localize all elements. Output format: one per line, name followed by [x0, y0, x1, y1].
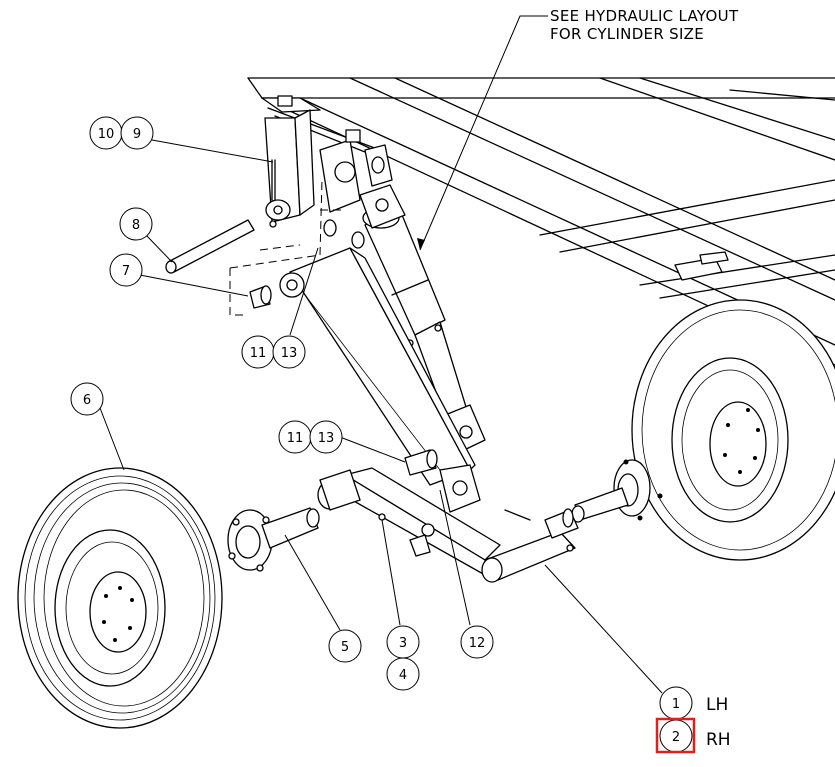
svg-text:2: 2: [672, 730, 680, 745]
upper-arm-drawing: [279, 219, 476, 486]
callout-13-lower: 13: [309, 420, 343, 454]
callout-9: 9: [120, 116, 154, 150]
callout-2: 2: [659, 719, 693, 753]
callout-12: 12: [460, 625, 494, 659]
frame-drawing: [247, 77, 835, 366]
right-wheel-drawing: [571, 299, 835, 561]
callout-7: 7: [109, 253, 143, 287]
callout-8: 8: [119, 207, 153, 241]
svg-text:11: 11: [250, 346, 267, 361]
svg-text:7: 7: [122, 264, 130, 279]
callout-1: 1: [659, 686, 693, 720]
highlight-box: [655, 717, 696, 754]
callout-5: 5: [328, 629, 362, 663]
callout-11-upper: 11: [241, 335, 275, 369]
label-lh: LH: [706, 695, 728, 715]
svg-text:6: 6: [83, 393, 91, 408]
svg-text:13: 13: [281, 346, 298, 361]
svg-text:11: 11: [287, 431, 304, 446]
svg-text:5: 5: [341, 640, 349, 655]
svg-text:1: 1: [672, 697, 680, 712]
note-line2: FOR CYLINDER SIZE: [550, 25, 704, 43]
upper-bracket-drawing: [165, 109, 393, 316]
note-leader: [419, 15, 548, 251]
axle-arm-drawing: [317, 464, 579, 583]
callout-leaders: [99, 139, 663, 694]
callout-10: 10: [89, 116, 123, 150]
svg-text:3: 3: [399, 636, 407, 651]
svg-text:13: 13: [318, 431, 335, 446]
svg-text:4: 4: [399, 668, 407, 683]
note-arrowhead: [417, 238, 425, 250]
note-line1: SEE HYDRAULIC LAYOUT: [550, 7, 739, 25]
svg-text:12: 12: [469, 636, 486, 651]
callout-3: 3: [386, 625, 420, 659]
svg-text:9: 9: [133, 127, 141, 142]
callout-6: 6: [70, 382, 104, 416]
callout-11-lower: 11: [278, 420, 312, 454]
left-wheel-drawing: [17, 467, 320, 729]
label-rh: RH: [706, 730, 731, 750]
svg-text:10: 10: [98, 127, 115, 142]
callout-13-upper: 13: [272, 335, 306, 369]
svg-text:8: 8: [132, 218, 140, 233]
callout-4: 4: [386, 657, 420, 691]
